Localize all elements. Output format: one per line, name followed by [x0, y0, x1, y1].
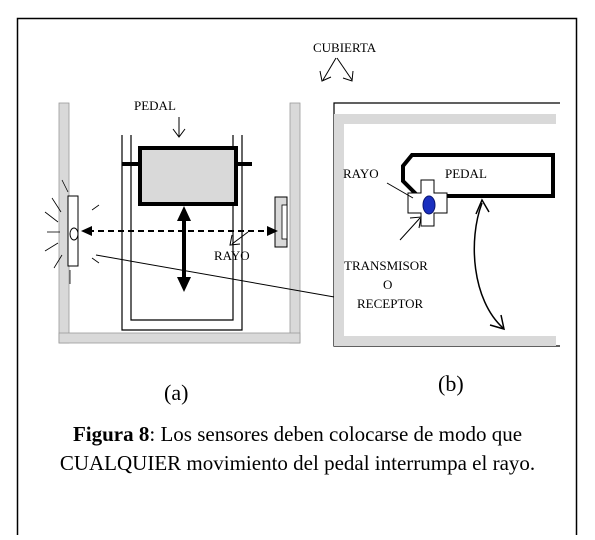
motion-curve-head-bottom	[489, 314, 505, 331]
label-pedal-b: PEDAL	[445, 166, 487, 181]
cover-gray-side	[334, 114, 344, 346]
pedal-block	[138, 146, 238, 206]
label-transmisor: TRANSMISOR	[344, 258, 428, 273]
housing-inner	[130, 135, 234, 321]
cover-right-wall	[289, 102, 301, 344]
label-cubierta: CUBIERTA	[313, 40, 377, 55]
transmisor-pointer-head	[409, 216, 422, 229]
cubierta-pointer-left	[322, 57, 337, 81]
label-rayo-b: RAYO	[343, 166, 379, 181]
sensor-left-lens	[69, 227, 79, 241]
caption-text: : Los sensores deben colocarse de modo q…	[59, 422, 536, 475]
sensor-right-lens	[281, 204, 288, 240]
cover-gray	[334, 114, 556, 346]
motion-curve	[473, 202, 504, 329]
rayo-pointer-a-head	[229, 234, 241, 246]
caption-figure-number: Figura 8	[72, 422, 150, 446]
beam-arrowhead-left	[81, 226, 92, 236]
motion-curve-head-top	[475, 198, 490, 215]
sensor-callout-line	[95, 254, 341, 299]
cover-gray-top	[334, 114, 556, 124]
label-rayo-a: RAYO	[214, 248, 250, 263]
label-o: O	[383, 277, 392, 292]
emission-rays	[44, 179, 100, 284]
rayo-pointer-a	[231, 231, 249, 245]
cubierta-pointer-right-head	[342, 70, 354, 82]
beam-arrowhead-right	[267, 226, 278, 236]
label-pedal-a: PEDAL	[134, 98, 176, 113]
transmisor-pointer	[399, 217, 421, 241]
cubierta-pointer-right	[336, 57, 353, 81]
subfigure-label-a: (a)	[164, 380, 188, 405]
cubierta-pointer-left-head	[319, 70, 332, 82]
figure-caption: Figura 8: Los sensores deben colocarse d…	[20, 420, 575, 478]
label-receptor: RECEPTOR	[357, 296, 424, 311]
cover-gray-bottom	[334, 336, 556, 346]
subfigure-label-b: (b)	[438, 371, 464, 396]
view-b	[319, 57, 560, 347]
view-a	[44, 102, 341, 344]
cover-bottom	[58, 332, 301, 344]
pedal-motion-arrowhead-up	[177, 206, 191, 221]
housing-outer	[121, 135, 243, 331]
rayo-pointer-b	[386, 182, 414, 199]
pedal-motion-arrowhead-down	[177, 277, 191, 292]
pedal-pointer-head	[172, 128, 186, 138]
sensor-beam-dot	[422, 195, 436, 215]
